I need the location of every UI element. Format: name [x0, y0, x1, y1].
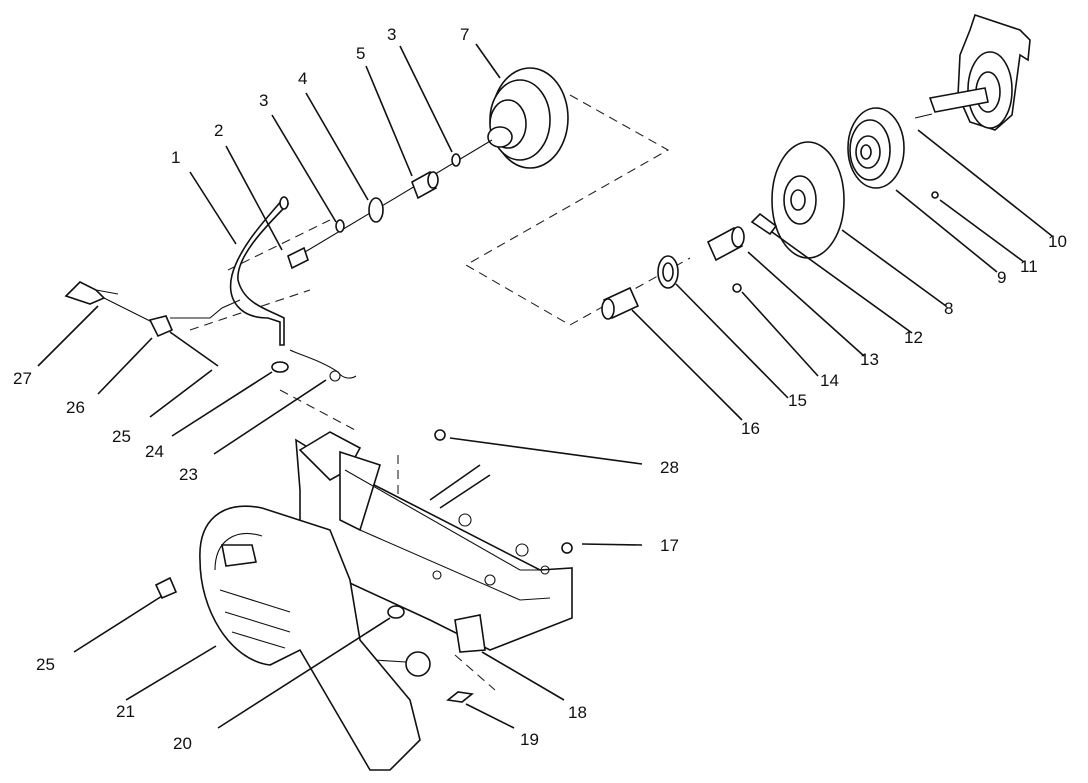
engine-flange — [914, 13, 1031, 131]
callout-21: 21 — [116, 702, 135, 721]
callout-15: 15 — [788, 391, 807, 410]
pulley-7 — [487, 67, 569, 169]
callout-11: 11 — [1020, 257, 1038, 276]
callout-4: 4 — [298, 69, 307, 88]
leader-lines — [37, 43, 1053, 729]
callout-3-left: 3 — [259, 91, 268, 110]
pulley-9 — [847, 107, 905, 189]
chassis-frame — [295, 431, 573, 653]
screw-14 — [732, 283, 742, 293]
callout-labels: 1 2 3 3 4 5 7 8 9 10 11 12 13 14 15 16 1… — [13, 25, 1067, 753]
snap-ring-4 — [368, 197, 384, 223]
callout-28: 28 — [660, 458, 679, 477]
washer-20 — [387, 605, 405, 619]
rod-1 — [229, 196, 290, 346]
callout-3-right: 3 — [387, 25, 396, 44]
callout-13: 13 — [860, 350, 879, 369]
callout-25-top: 25 — [112, 427, 131, 446]
bracket-26 — [148, 315, 174, 338]
callout-17: 17 — [660, 536, 679, 555]
ring-3-right — [451, 153, 461, 167]
bushing-5 — [411, 170, 439, 200]
nut-28 — [434, 429, 446, 441]
callout-19: 19 — [520, 730, 539, 749]
linkage-rod — [170, 299, 241, 319]
callout-27: 27 — [13, 369, 32, 388]
bolt-19 — [446, 691, 474, 703]
callout-26: 26 — [66, 398, 85, 417]
callout-10: 10 — [1048, 232, 1067, 251]
callout-25-bottom: 25 — [36, 655, 55, 674]
callout-14: 14 — [820, 371, 839, 390]
callout-1: 1 — [171, 148, 180, 167]
spacer-13 — [706, 226, 745, 262]
callout-2: 2 — [214, 121, 223, 140]
callout-8: 8 — [944, 299, 953, 318]
callout-7: 7 — [460, 25, 469, 44]
callout-12: 12 — [904, 328, 923, 347]
shaft-axis — [299, 139, 493, 256]
callout-23: 23 — [179, 465, 198, 484]
callout-5: 5 — [356, 44, 365, 63]
knob — [373, 651, 431, 677]
screw-11 — [931, 191, 939, 199]
clip-27 — [64, 281, 119, 305]
bushing-2 — [287, 246, 309, 270]
washer-15 — [657, 255, 679, 289]
spring-23 — [289, 349, 357, 382]
callout-20: 20 — [173, 734, 192, 753]
washer-24 — [271, 361, 289, 373]
callout-18: 18 — [568, 703, 587, 722]
key-12 — [750, 212, 778, 236]
housing-21 — [199, 505, 421, 771]
bushing-16 — [601, 286, 640, 320]
pin-25 — [169, 331, 219, 367]
plug-25 — [154, 576, 178, 600]
callout-16: 16 — [741, 419, 760, 438]
callout-24: 24 — [145, 442, 164, 461]
callout-9: 9 — [997, 268, 1006, 287]
nut-17 — [561, 542, 573, 554]
ring-3-left — [335, 219, 345, 233]
